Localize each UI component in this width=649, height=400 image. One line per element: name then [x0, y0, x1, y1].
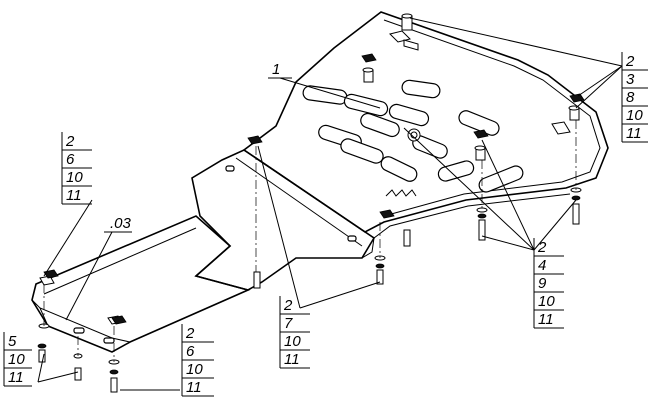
callout-part-1: 1 [268, 61, 292, 79]
rear-skid-plate [191, 149, 376, 291]
callout-number: 10 [626, 107, 643, 124]
callout-number: 10 [66, 169, 83, 186]
callout-front-plate: .03 [104, 215, 132, 233]
callout-number: 6 [186, 343, 195, 360]
bolt-rear-left [253, 271, 261, 289]
assembly-center-lines [43, 120, 577, 362]
bolt-below-main-right [570, 187, 582, 225]
callout-number: 4 [538, 257, 546, 274]
callout-number: 3 [626, 71, 635, 88]
callout-number: 2 [185, 325, 195, 342]
bolt-below-main-mid [403, 229, 411, 247]
bolt-upper-mid [362, 67, 374, 83]
bolt-below-right [476, 207, 488, 241]
bolt-upper-right [568, 105, 580, 121]
callout-number: 11 [626, 125, 642, 142]
bolt-center [474, 145, 486, 161]
callout-number: 2 [65, 133, 75, 150]
callout-number: 10 [8, 351, 25, 368]
callout-number: 2 [625, 53, 635, 70]
callout-number: 6 [66, 151, 75, 168]
front-skid-plate [31, 215, 251, 353]
callout-number: 11 [8, 369, 24, 386]
bolt-front-left-2 [73, 353, 83, 381]
leader-lines [37, 17, 623, 391]
callout-number: 7 [284, 315, 293, 332]
bolt-below-rear [374, 255, 386, 285]
hardware [37, 13, 585, 393]
callout-number: 2 [283, 297, 293, 314]
main-skid-plate [242, 11, 609, 239]
callout-number: 5 [8, 333, 17, 350]
svg-text:.03: .03 [110, 215, 132, 232]
callout-number: 10 [538, 293, 555, 310]
callout-number: 10 [284, 333, 301, 350]
callout-number: 11 [284, 351, 300, 368]
callout-number: 9 [538, 275, 547, 292]
callout-number: 2 [537, 239, 547, 256]
callout-number: 11 [186, 379, 202, 396]
callout-number: 8 [626, 89, 635, 106]
bolt-top [401, 13, 413, 31]
bolt-front-left-1 [37, 323, 50, 363]
callout-number: 10 [186, 361, 203, 378]
callout-number: 11 [66, 187, 82, 204]
bolt-front-bottom [108, 359, 120, 393]
callout-number: 11 [538, 311, 554, 328]
svg-text:1: 1 [272, 61, 280, 78]
